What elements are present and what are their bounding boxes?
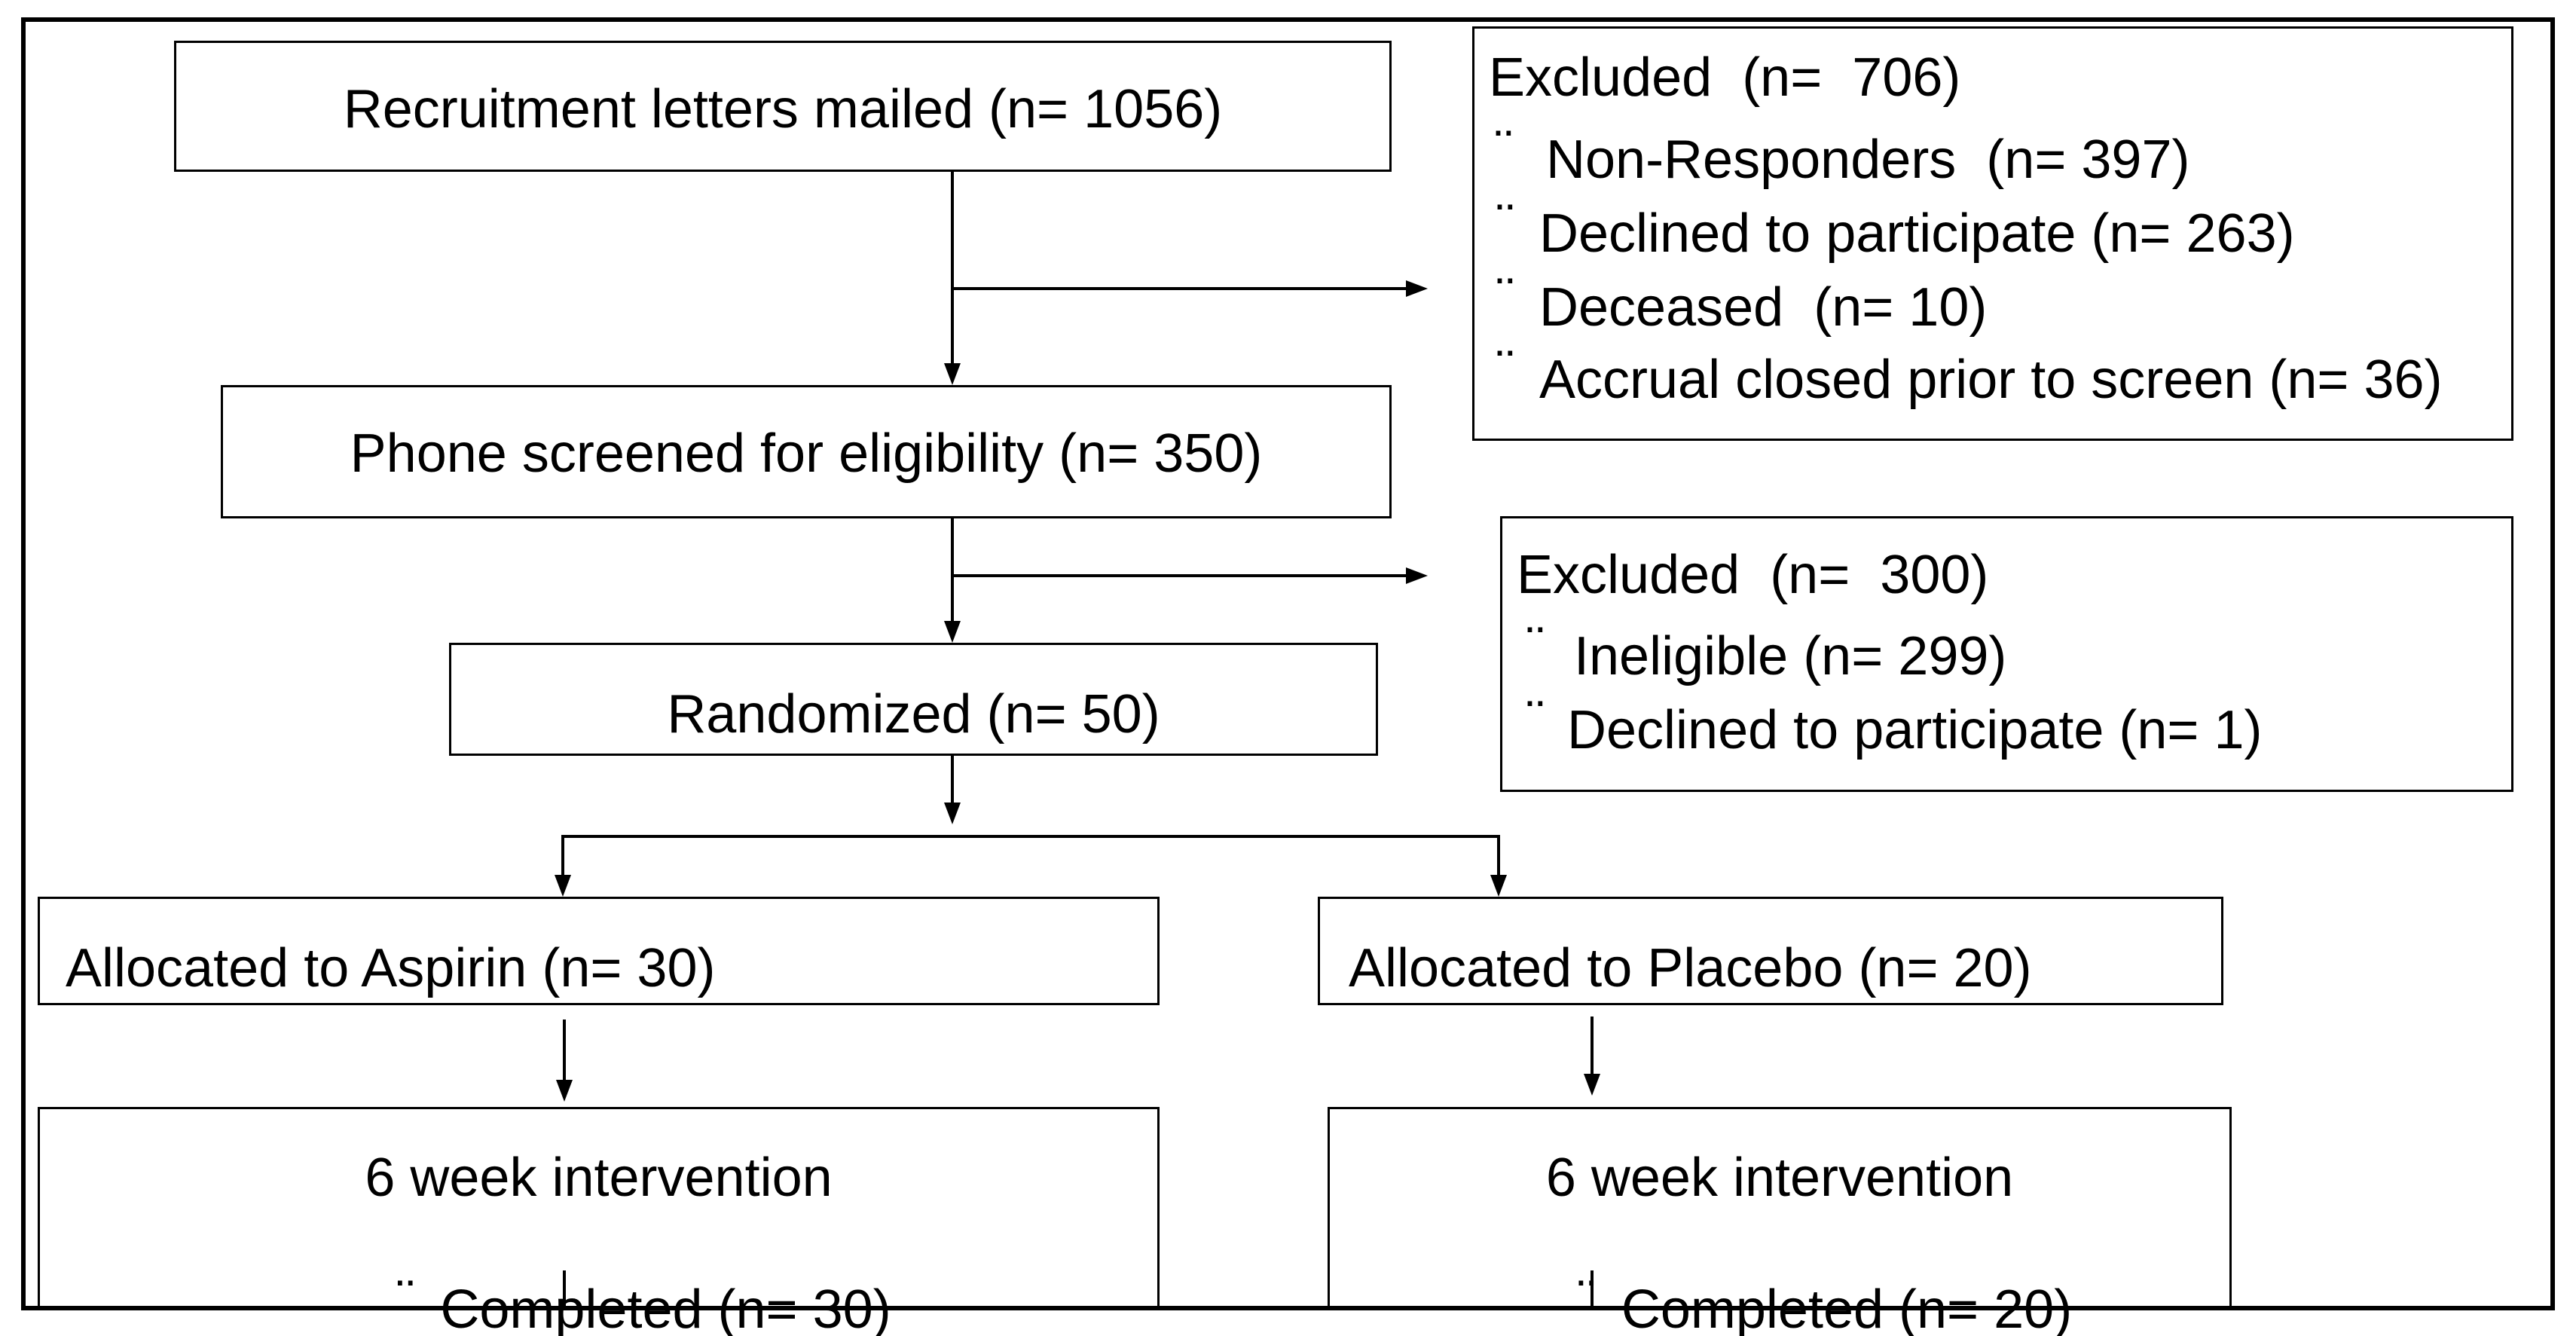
exclusion-item: ¨ Declined to participate (n= 263): [1474, 197, 2511, 264]
phone-screened-box: Phone screened for eligibility (n= 350): [221, 385, 1392, 518]
excluded-screening-box: Excluded (n= 300) ¨ Ineligible (n= 299) …: [1500, 516, 2513, 792]
intervention-aspirin-title: 6 week intervention: [365, 1148, 833, 1208]
arrowhead-icon: [555, 875, 571, 897]
arrow-recruitment-to-screening: [944, 172, 961, 385]
arrow-placebo-to-intervention: [1584, 1017, 1600, 1096]
bullet-marker: ¨: [1526, 616, 1545, 677]
bullet-marker: ¨: [1496, 340, 1514, 400]
arrow-to-aspirin: [555, 836, 571, 897]
allocated-placebo-box: Allocated to Placebo (n= 20): [1318, 897, 2223, 1005]
allocated-aspirin-label: Allocated to Aspirin (n= 30): [66, 938, 716, 998]
excluded-recruitment-box: Excluded (n= 706) ¨ Non-Responders (n= 3…: [1472, 26, 2513, 441]
exclusion-item: ¨ Ineligible (n= 299): [1502, 619, 2511, 686]
arrow-to-excluded-screening: [952, 567, 1428, 584]
randomized-box: Randomized (n= 50): [449, 643, 1378, 756]
outer-frame: [21, 17, 2555, 1310]
bullet-marker: ¨: [1496, 268, 1514, 328]
exclusion-item-text: Ineligible (n= 299): [1574, 626, 2007, 686]
arrowhead-icon: [944, 363, 961, 385]
arrow-screening-to-randomized: [944, 518, 961, 643]
recruitment-label: Recruitment letters mailed (n= 1056): [343, 79, 1223, 139]
arrowhead-icon: [1584, 1074, 1600, 1096]
arrowhead-icon: [944, 803, 961, 824]
arrowhead-icon: [1490, 875, 1507, 897]
exclusion-item-text: Non-Responders (n= 397): [1546, 130, 2190, 190]
recruitment-box: Recruitment letters mailed (n= 1056): [174, 41, 1392, 172]
exclusion-item-text: Declined to participate (n= 263): [1539, 203, 2295, 264]
exclusion-item: ¨ Accrual closed prior to screen (n= 36): [1474, 343, 2511, 410]
exclusion-item-text: Declined to participate (n= 1): [1567, 700, 2263, 760]
arrow-to-excluded-recruitment: [952, 280, 1428, 297]
excluded-recruitment-title: Excluded (n= 706): [1489, 47, 1961, 108]
excluded-screening-title: Excluded (n= 300): [1517, 545, 1989, 605]
exclusion-item-text: Deceased (n= 10): [1539, 277, 1988, 338]
arrowhead-icon: [1406, 567, 1428, 584]
randomized-label: Randomized (n= 50): [667, 684, 1160, 744]
bullet-marker: ¨: [1526, 690, 1545, 751]
arrow-to-placebo: [1490, 836, 1507, 897]
exclusion-item: ¨ Declined to participate (n= 1): [1502, 693, 2511, 760]
arrowhead-icon: [944, 621, 961, 643]
bullet-marker: ¨: [1496, 194, 1514, 254]
arrowhead-icon: [1406, 280, 1428, 297]
allocated-aspirin-box: Allocated to Aspirin (n= 30): [38, 897, 1160, 1005]
intervention-placebo-title: 6 week intervention: [1545, 1148, 2014, 1208]
exclusion-item-text: Accrual closed prior to screen (n= 36): [1539, 350, 2443, 410]
exclusion-item: ¨ Deceased (n= 10): [1474, 271, 2511, 338]
bullet-marker: ¨: [1495, 120, 1513, 180]
phone-screened-label: Phone screened for eligibility (n= 350): [350, 423, 1263, 484]
exclusion-item: ¨ Non-Responders (n= 397): [1474, 123, 2511, 190]
arrow-randomized-to-split: [944, 756, 961, 824]
arrow-aspirin-to-intervention: [556, 1020, 573, 1102]
arrowhead-icon: [556, 1080, 573, 1102]
allocated-placebo-label: Allocated to Placebo (n= 20): [1349, 938, 2032, 998]
bullet-marker: ¨: [396, 1270, 415, 1330]
